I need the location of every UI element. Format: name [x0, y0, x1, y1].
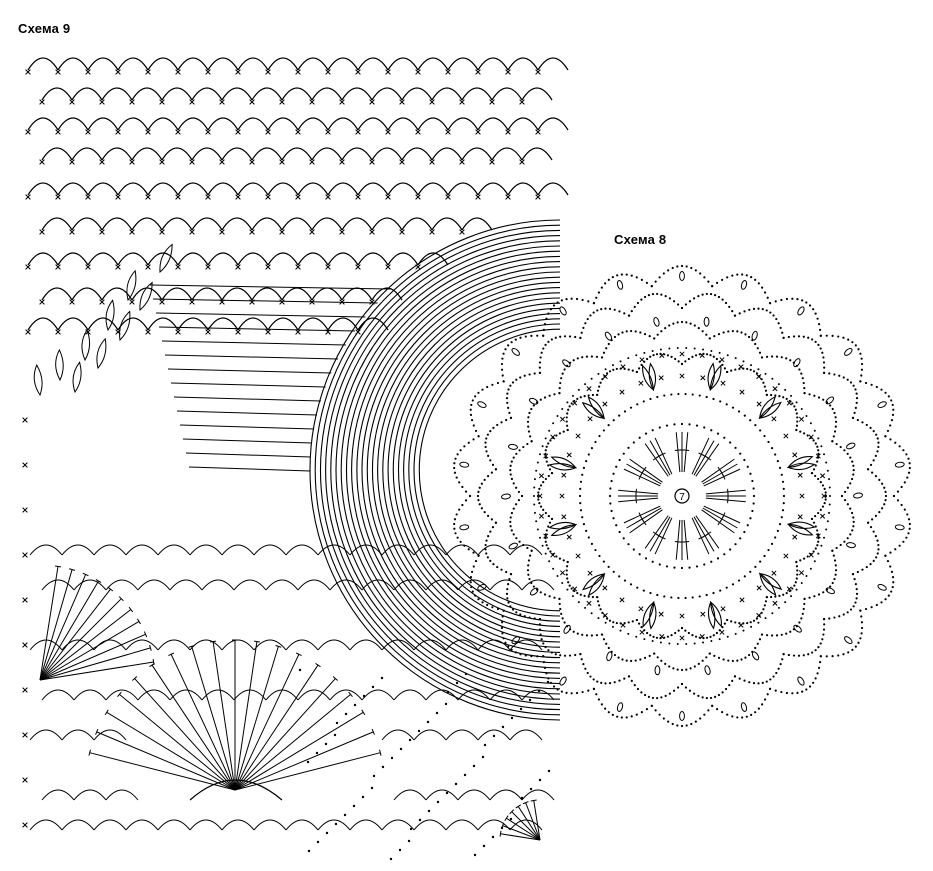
scheme-9-title: Схема 9 — [18, 21, 71, 36]
scheme-8-center-label: 7 — [679, 492, 685, 503]
scheme-8-chart: 7 — [453, 264, 911, 728]
scheme-8-title: Схема 8 — [614, 232, 667, 247]
scheme-9-chart — [22, 57, 569, 861]
